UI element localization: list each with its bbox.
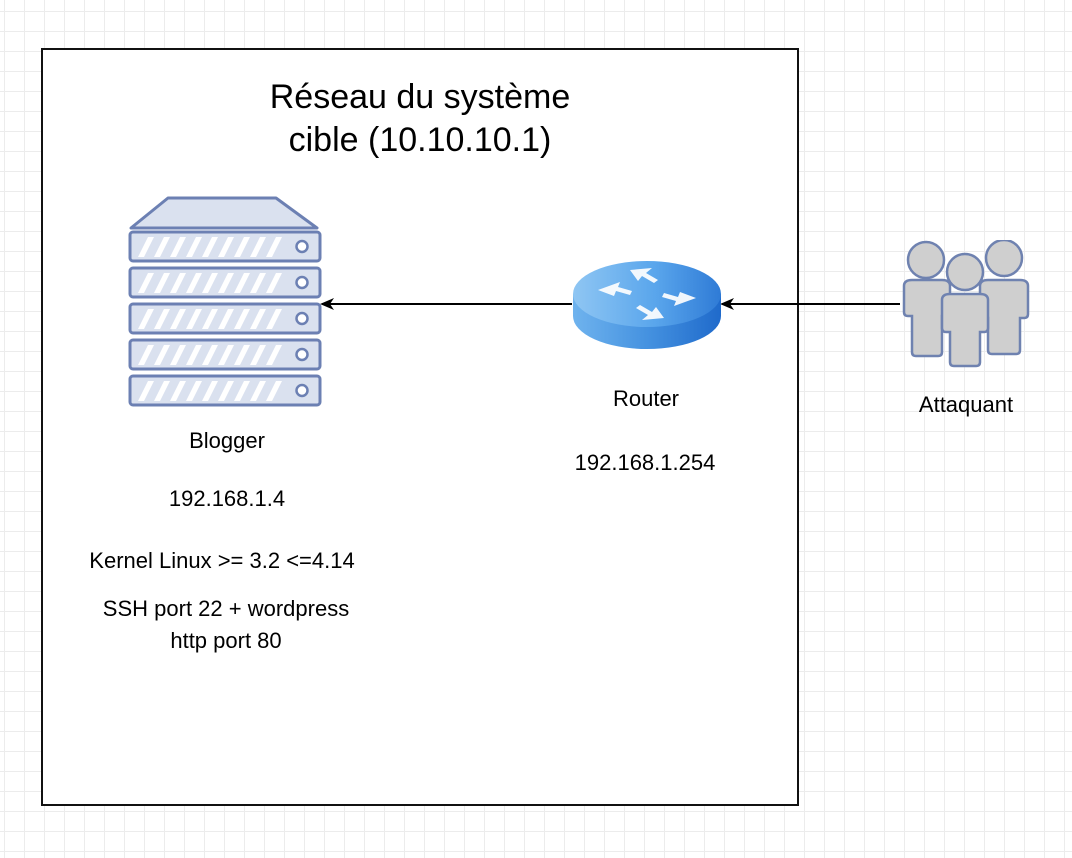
server-ip-label: 192.168.1.4 xyxy=(168,486,286,511)
router-ip-label: 192.168.1.254 xyxy=(574,450,716,475)
network-title: Réseau du système cible (10.10.10.1) xyxy=(170,76,670,162)
server-icon xyxy=(128,196,322,407)
router-name-label: Router xyxy=(612,386,680,411)
server-kernel-label: Kernel Linux >= 3.2 <=4.14 xyxy=(89,548,355,573)
router-icon xyxy=(573,261,721,349)
server-services-line-2: http port 80 xyxy=(170,628,282,653)
attacker-name-label: Attaquant xyxy=(918,392,1014,417)
server-services-line-1: SSH port 22 + wordpress xyxy=(102,596,350,621)
users-group-icon xyxy=(902,240,1030,368)
network-title-line-2: cible (10.10.10.1) xyxy=(288,121,552,159)
target-network-boundary xyxy=(41,48,799,806)
network-title-line-1: Réseau du système xyxy=(269,78,571,116)
server-name-label: Blogger xyxy=(189,428,265,453)
